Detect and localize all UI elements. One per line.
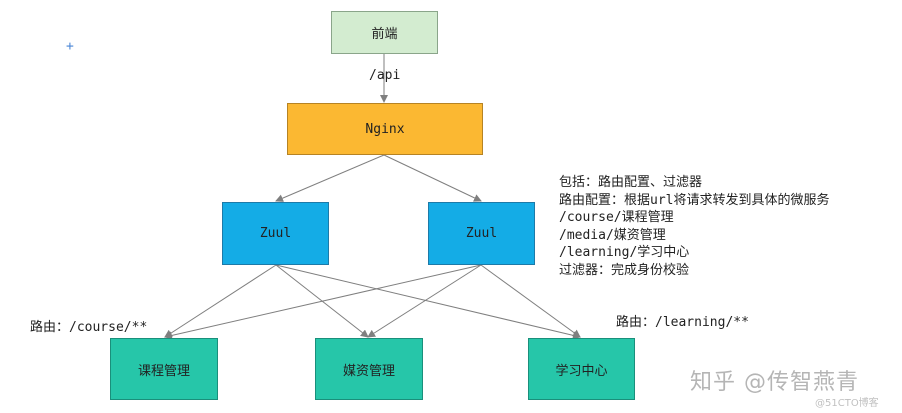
edge-nginx-zuul-1 [275, 154, 385, 202]
watermark-zhihu: 知乎 @传智燕青 [690, 370, 859, 395]
node-service-media: 媒资管理 [315, 338, 423, 400]
watermark-51cto: @51CTO博客 [815, 398, 879, 409]
edge-zuul-2-media [367, 264, 482, 338]
note-line: 包括：路由配置、过滤器 [559, 175, 703, 190]
node-service-learning: 学习中心 [528, 338, 635, 400]
node-service-learning-label: 学习中心 [555, 363, 608, 379]
node-service-course: 课程管理 [110, 338, 218, 400]
edge-zuul-2-learning [480, 264, 581, 338]
node-frontend: 前端 [331, 11, 438, 54]
edge-label-api: /api [369, 68, 401, 83]
node-zuul-1-label: Zuul [259, 226, 292, 241]
edge-zuul-1-learning [275, 264, 581, 340]
node-zuul-2: Zuul [428, 202, 535, 265]
edge-zuul-1-course [164, 264, 277, 338]
crosshair-plus-icon: + [66, 39, 74, 54]
edge-zuul-2-course [164, 264, 482, 340]
note-line: 路由配置：根据url将请求转发到具体的微服务 [559, 192, 830, 208]
note-line: /media/媒资管理 [559, 227, 666, 243]
note-line: /course/课程管理 [559, 210, 674, 225]
node-nginx: Nginx [287, 103, 483, 155]
note-line: 过滤器：完成身份校验 [559, 262, 690, 278]
route-label-learning: 路由：/learning/** [616, 315, 749, 330]
edge-nginx-zuul-2 [383, 154, 482, 202]
note-line: /learning/学习中心 [559, 245, 690, 260]
node-service-course-label: 课程管理 [137, 363, 190, 379]
zuul-notes: 包括：路由配置、过滤器 路由配置：根据url将请求转发到具体的微服务 /cour… [559, 174, 829, 279]
node-zuul-1: Zuul [222, 202, 329, 265]
node-nginx-label: Nginx [365, 121, 405, 137]
node-frontend-label: 前端 [371, 27, 398, 42]
route-label-course: 路由：/course/** [30, 320, 148, 335]
node-zuul-2-label: Zuul [465, 226, 498, 241]
node-service-media-label: 媒资管理 [342, 363, 395, 379]
